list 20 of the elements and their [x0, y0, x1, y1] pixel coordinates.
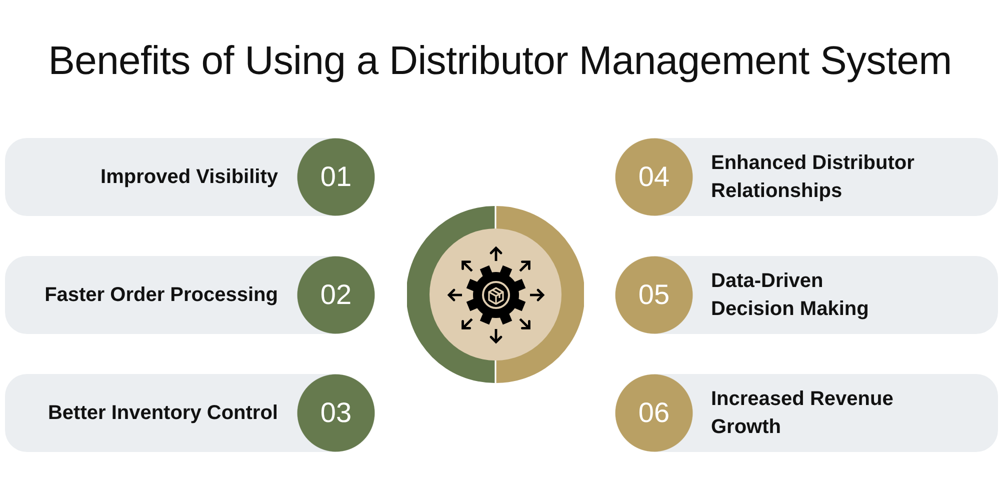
hub-ring	[407, 206, 584, 383]
step-number: 04	[615, 138, 693, 216]
benefit-label: Improved Visibility	[100, 165, 278, 190]
benefit-card	[5, 138, 297, 216]
benefit-label: Faster Order Processing	[44, 283, 278, 308]
title: Benefits of Using a Distributor Management System	[48, 38, 952, 85]
benefit-card	[693, 138, 998, 216]
benefit-label: Better Inventory Control	[48, 401, 278, 426]
step-number: 06	[615, 374, 693, 452]
step-number: 02	[297, 256, 375, 334]
benefit-label: Data-Driven Decision Making	[711, 269, 870, 322]
benefit-label: Enhanced Distributor Relationships	[711, 151, 916, 204]
step-number: 01	[297, 138, 375, 216]
step-number: 03	[297, 374, 375, 452]
benefit-card	[5, 374, 297, 452]
benefit-card	[693, 374, 998, 452]
benefit-card	[5, 256, 297, 334]
benefit-card	[693, 256, 998, 334]
benefit-label: Increased Revenue Growth	[711, 387, 894, 440]
step-number: 05	[615, 256, 693, 334]
